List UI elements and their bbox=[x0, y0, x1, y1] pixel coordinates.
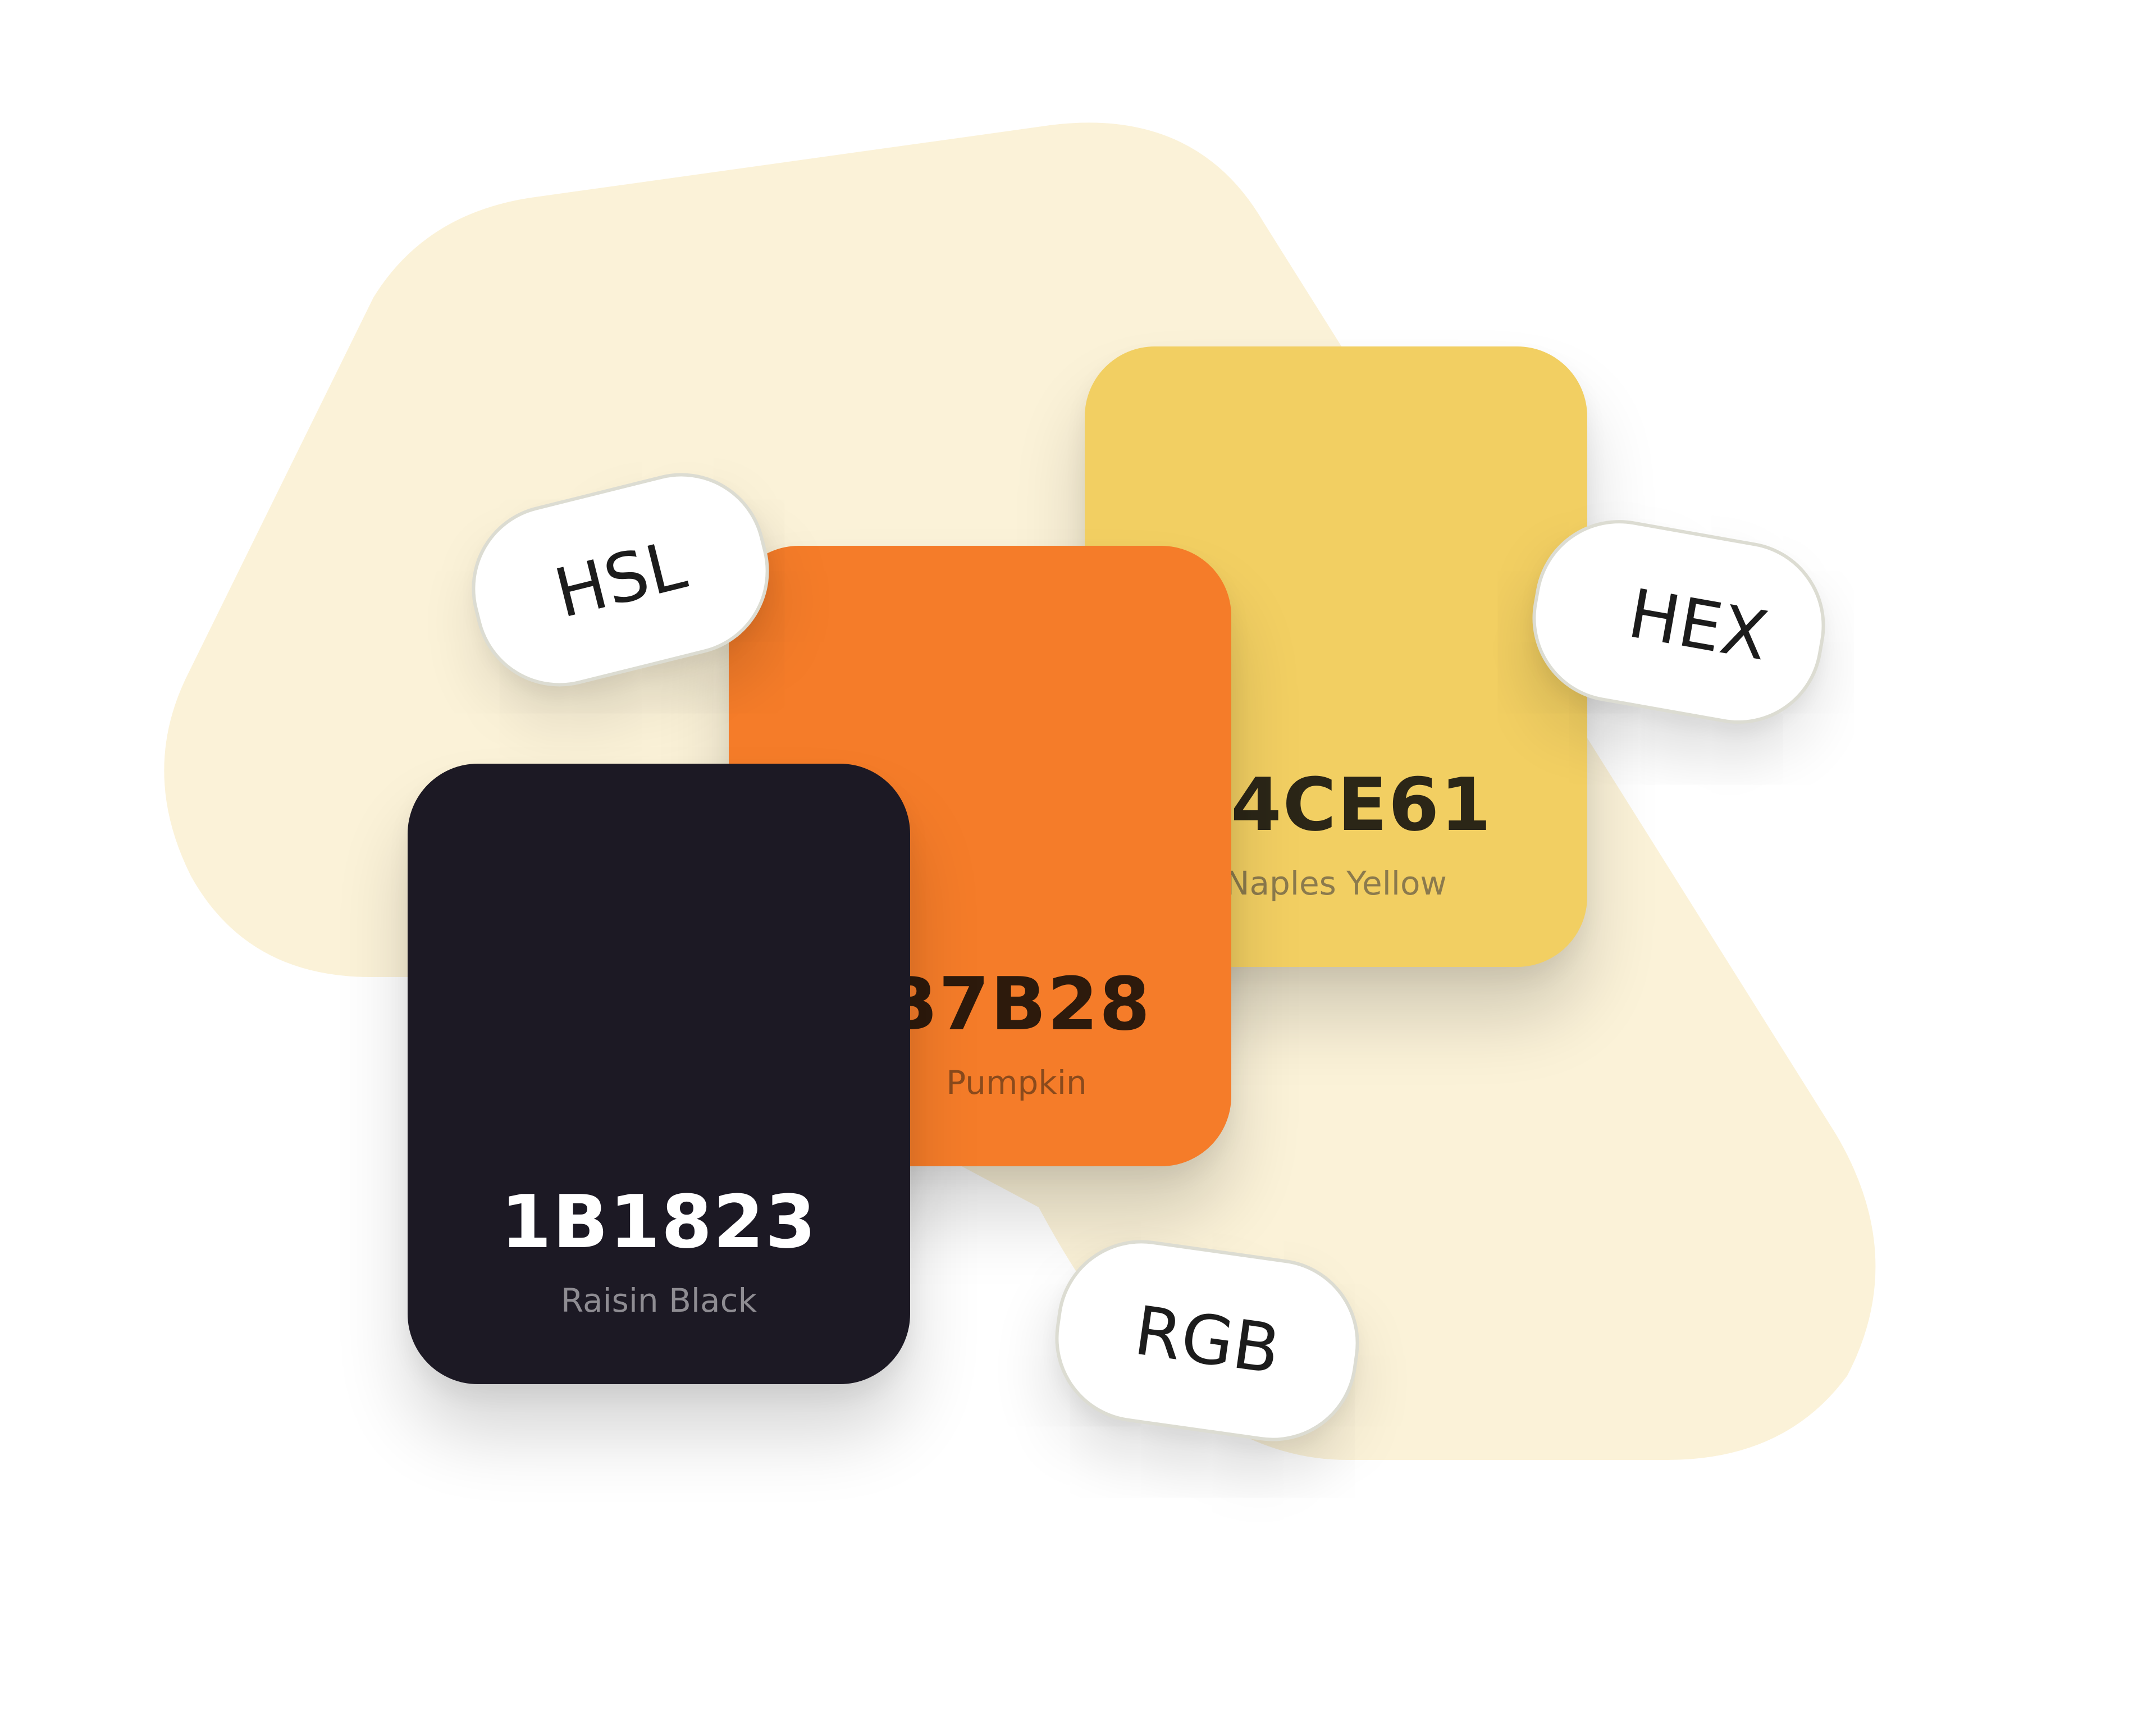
tag-hex-label: HEX bbox=[1623, 574, 1774, 676]
tag-hsl-label: HSL bbox=[547, 526, 693, 634]
swatch-color-name: Raisin Black bbox=[560, 1281, 757, 1320]
swatch-hex-code: B7B28 bbox=[881, 961, 1152, 1047]
swatch-color-name: Naples Yellow bbox=[1225, 864, 1447, 902]
swatch-hex-code: F4CE61 bbox=[1180, 762, 1492, 847]
swatch-hex-code: 1B1823 bbox=[500, 1179, 817, 1265]
swatch-card-pumpkin[interactable]: B7B28 Pumpkin bbox=[729, 546, 1231, 1166]
swatch-card-raisin-black[interactable]: 1B1823 Raisin Black bbox=[408, 764, 910, 1384]
tag-rgb-label: RGB bbox=[1130, 1292, 1285, 1390]
swatch-color-name: Pumpkin bbox=[946, 1064, 1087, 1102]
